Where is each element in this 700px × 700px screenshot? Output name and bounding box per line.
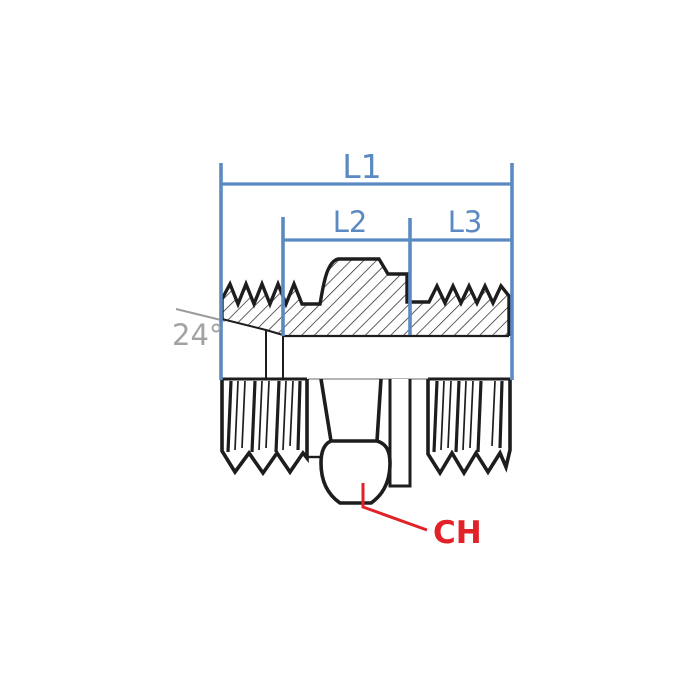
angle-leader-line [175, 308, 226, 322]
right-thread-outline [426, 379, 512, 477]
collar-outline [388, 379, 412, 488]
left-thread-external [220, 377, 322, 477]
drawing-labels: L1 L2 L3 24° CH [172, 147, 482, 551]
left-thread-root-lines [234, 380, 294, 451]
right-thread-crest-lines [432, 380, 504, 453]
section-view-upper-half [220, 257, 511, 379]
cone-angle-label: 24° [172, 318, 223, 352]
dim-label-l2: L2 [333, 205, 368, 239]
external-view-lower-half [220, 377, 512, 505]
dim-label-l1: L1 [342, 147, 381, 186]
dimension-lines [219, 163, 514, 380]
right-thread-external [426, 377, 512, 477]
hex-corner-edges [319, 378, 383, 442]
right-thread-root-lines [440, 380, 496, 451]
hex-size-label: CH [433, 515, 482, 551]
hex-barrel-outline [319, 439, 392, 505]
left-thread-outline [220, 379, 309, 477]
left-thread-crest-lines [226, 380, 302, 453]
hex-size-leader-line [361, 483, 428, 532]
section-hatch-area [222, 259, 509, 336]
hex-flats-side-view [319, 378, 392, 505]
dim-label-l3: L3 [448, 205, 483, 239]
section-outer-profile [220, 257, 511, 336]
